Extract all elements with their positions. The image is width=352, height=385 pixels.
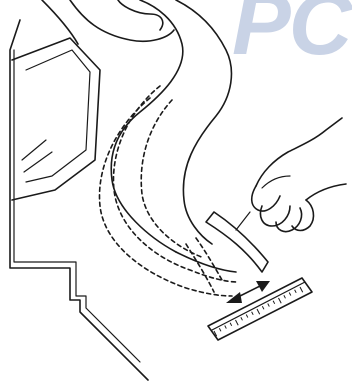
bed-frame-profile [10,20,148,380]
measuring-strip [206,212,268,272]
ruler-tick [289,293,291,296]
ruler-tick [295,290,297,293]
ruler-tick [262,306,264,309]
cushion-shapes [12,38,100,200]
body-outline [42,0,236,272]
dashed-positions [99,86,238,296]
ruler-tick [219,328,221,331]
ruler-tick [268,304,270,307]
ruler-tick [246,315,248,318]
ruler-tick [300,287,303,292]
ruler-tick [225,326,227,329]
ruler-tick [230,323,232,326]
ruler-tick [273,301,275,304]
hand-icon [252,118,346,232]
ruler-tick [257,309,260,314]
ruler-tick [241,317,243,320]
ruler-tick [252,312,254,315]
ruler-tick [236,320,239,325]
ruler-ticks [214,287,303,336]
ruler-tick [279,298,282,303]
ruler-tick [284,295,286,298]
double-headed-arrow-icon [226,281,270,303]
